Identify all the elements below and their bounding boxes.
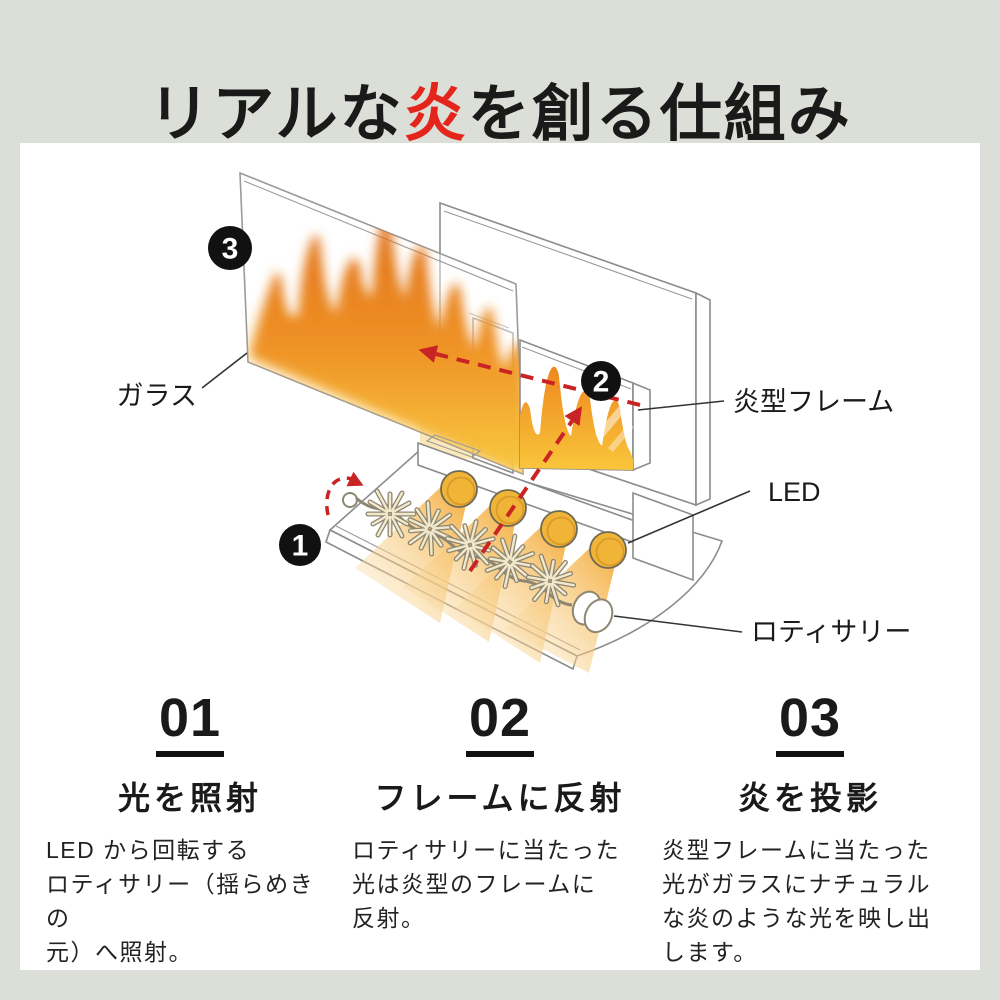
- support-bracket: [632, 491, 694, 582]
- step-number: 01: [155, 691, 225, 757]
- led-array: [440, 470, 627, 569]
- glass-panel: [239, 171, 524, 476]
- step-badge-1: 1: [279, 524, 321, 566]
- label-flame-frame: 炎型フレーム: [637, 387, 894, 417]
- flame-frame: [519, 338, 651, 472]
- step-heading: 光を照射: [117, 780, 262, 816]
- step-item-2: 02 フレームに反射 ロティサリーに当たった 光は炎型のフレームに 反射。: [352, 691, 648, 969]
- rotisserie: [342, 491, 614, 634]
- page-title: リアルな炎を創る仕組み: [0, 83, 1000, 146]
- light-path-arrow-reflect: [468, 406, 583, 573]
- step-badge-2: 2: [581, 361, 621, 401]
- glass-label-text: ガラス: [117, 381, 197, 411]
- step-badge-3: 3: [208, 226, 252, 270]
- title-text-before: リアルな: [148, 79, 404, 149]
- title-text-after: を創る仕組み: [467, 79, 852, 149]
- flame-frame-label-text: 炎型フレーム: [733, 387, 894, 417]
- glass-flames: [248, 217, 523, 474]
- led-light: [589, 531, 627, 569]
- content-card: 3 2 1 ガラス 炎型フレーム LED ロティサリー 01: [20, 143, 980, 970]
- badge-2-number: 2: [593, 366, 610, 399]
- steps-section: 01 光を照射 LED から回転する ロティサリー（揺らめきの 元）へ照射。 0…: [20, 691, 980, 969]
- step-body: ロティサリーに当たった 光は炎型のフレームに 反射。: [352, 837, 621, 931]
- title-highlight: 炎: [403, 79, 468, 149]
- step-heading: 炎を投影: [737, 780, 882, 816]
- rotisserie-label-text: ロティサリー: [751, 617, 911, 647]
- light-path-arrow-project: [418, 345, 641, 407]
- led-light: [540, 510, 578, 548]
- rotisserie-end-cap: [571, 590, 614, 634]
- step-number: 02: [465, 691, 535, 757]
- mechanism-diagram: 3 2 1 ガラス 炎型フレーム LED ロティサリー: [117, 171, 911, 673]
- spindle-knob: [342, 492, 358, 508]
- badge-1-number: 1: [292, 530, 309, 563]
- step-body: LED から回転する ロティサリー（揺らめきの 元）へ照射。: [46, 837, 315, 965]
- rotation-arrow-icon: [325, 471, 364, 516]
- step-body: 炎型フレームに当たった 光がガラスにナチュラル な炎のような光を映し出 します。: [662, 837, 932, 965]
- step-number: 03: [775, 691, 845, 757]
- led-label-text: LED: [768, 477, 821, 507]
- step-item-3: 03 炎を投影 炎型フレームに当たった 光がガラスにナチュラル な炎のような光を…: [662, 691, 958, 969]
- badge-3-number: 3: [222, 233, 239, 266]
- led-light: [440, 470, 478, 508]
- led-light: [489, 489, 527, 527]
- step-heading: フレームに反射: [374, 780, 626, 816]
- label-led: LED: [627, 477, 821, 544]
- step-item-1: 01 光を照射 LED から回転する ロティサリー（揺らめきの 元）へ照射。: [42, 691, 338, 969]
- label-rotisserie: ロティサリー: [613, 615, 911, 647]
- label-glass: ガラス: [117, 352, 248, 411]
